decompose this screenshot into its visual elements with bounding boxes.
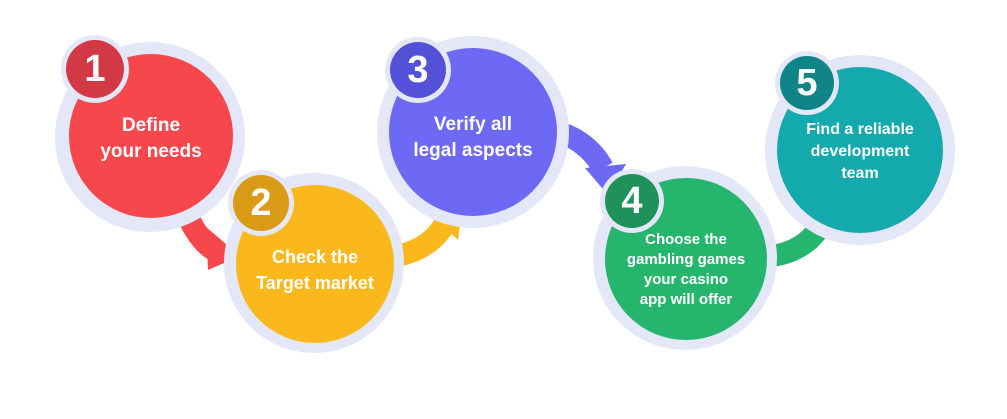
- step-5-badge: 5: [780, 56, 834, 110]
- step-4-badge: 4: [605, 174, 659, 228]
- step-1-badge: 1: [66, 40, 124, 98]
- step-3-badge: 3: [390, 42, 446, 98]
- step-3-circle: Verify all legal aspects: [389, 48, 557, 216]
- step-2-label: Check the Target market: [256, 247, 374, 293]
- step-5-label: Find a reliable development team: [806, 121, 914, 182]
- step-3-label: Verify all legal aspects: [413, 114, 533, 161]
- step-1-label: Define your needs: [100, 115, 202, 162]
- step-2-badge: 2: [233, 175, 289, 231]
- step-4-label: Choose the gambling games your casino ap…: [626, 231, 746, 308]
